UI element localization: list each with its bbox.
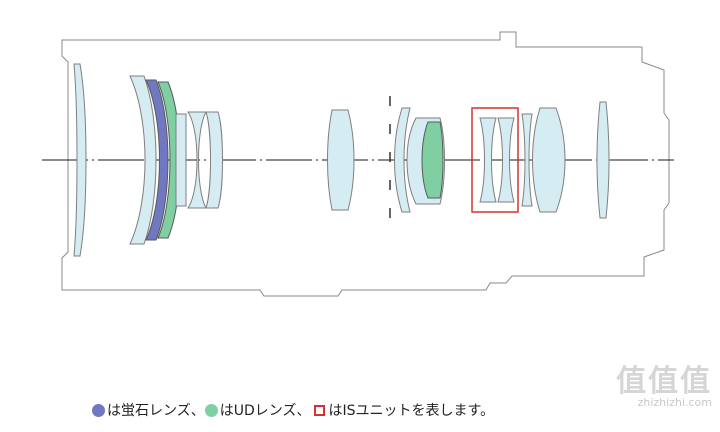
lens-barrel-outline — [61, 31, 670, 297]
lens-element-7 — [394, 107, 411, 213]
lens-element-1 — [73, 63, 87, 257]
ud-lens-element-rear — [421, 121, 444, 199]
lens-element-6 — [327, 109, 355, 211]
is-unit-legend-icon — [314, 404, 326, 416]
is-unit-frame — [471, 107, 519, 213]
lens-element-3 — [175, 113, 187, 207]
is-lens-element-2 — [497, 117, 515, 203]
lens-element-11 — [596, 101, 610, 219]
is-unit-legend-label: はISユニットを表します。 — [328, 403, 495, 419]
fluorite-legend-icon — [92, 403, 105, 417]
is-lens-element-1 — [479, 117, 497, 203]
ud-legend-label: はUDレンズ、 — [219, 403, 311, 419]
lens-element-2 — [129, 75, 157, 245]
watermark-site: zhizhizhi.com — [637, 396, 712, 409]
legend: は蛍石レンズ、 はUDレンズ、 はISユニットを表します。 — [92, 400, 494, 420]
lens-element-10 — [532, 107, 566, 213]
ud-legend-icon — [204, 403, 218, 417]
lens-element-9 — [521, 113, 533, 207]
watermark: 值值值 zhizhizhi.com — [616, 364, 712, 410]
lens-element-5 — [205, 111, 223, 209]
fluorite-lens-element — [145, 79, 169, 241]
fluorite-legend-label: は蛍石レンズ、 — [107, 403, 205, 419]
watermark-logo: 值值值 — [616, 364, 712, 399]
